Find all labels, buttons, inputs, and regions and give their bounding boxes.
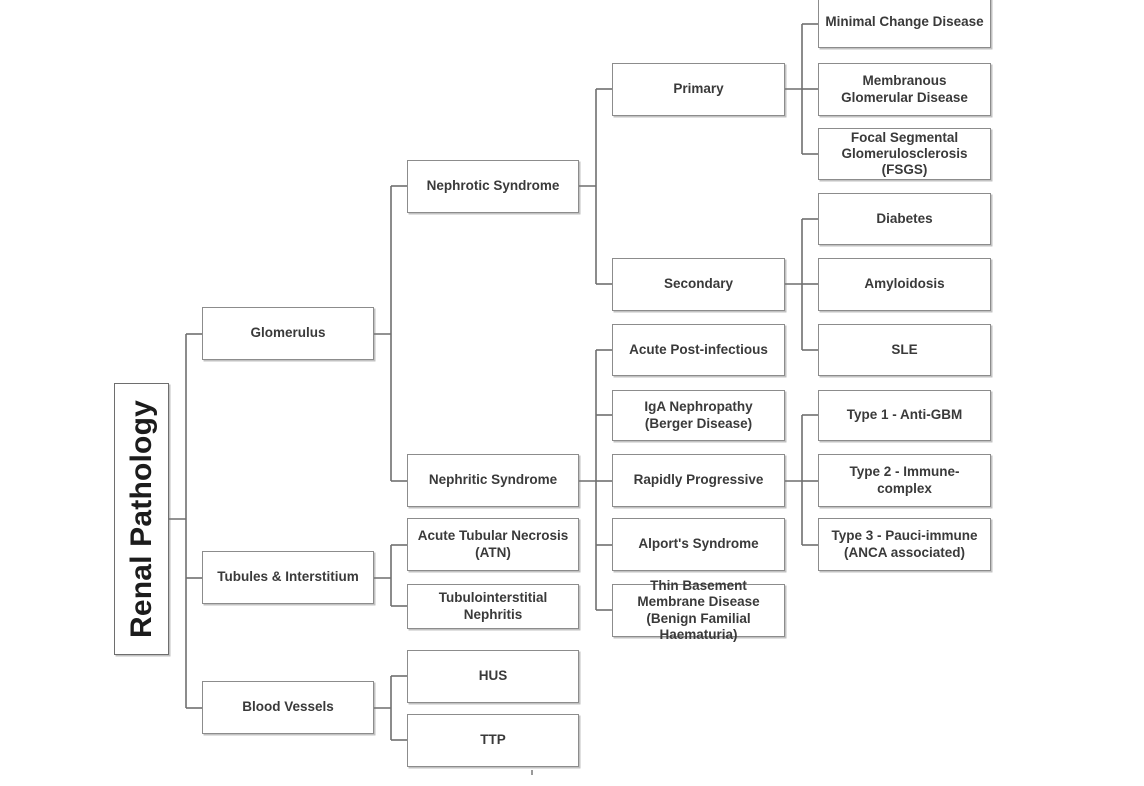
node-label: Rapidly Progressive: [633, 472, 764, 488]
node-acute-tubular-necrosis[interactable]: Acute Tubular Necrosis (ATN): [407, 518, 579, 571]
node-blood-vessels[interactable]: Blood Vessels: [202, 681, 374, 734]
node-label: Acute Post-infectious: [629, 341, 768, 357]
node-membranous-glomerular-disease[interactable]: Membranous Glomerular Disease: [818, 63, 991, 116]
node-label: Type 3 - Pauci-immune (ANCA associated): [831, 528, 978, 560]
node-label: Primary: [673, 81, 724, 97]
node-label: Tubulointerstitial Nephritis: [438, 590, 548, 622]
node-hus[interactable]: HUS: [407, 650, 579, 703]
node-glomerulus[interactable]: Glomerulus: [202, 307, 374, 360]
node-label: Glomerulus: [250, 325, 326, 341]
node-iga-nephropathy[interactable]: IgA Nephropathy (Berger Disease): [612, 390, 785, 441]
node-label: Thin Basement Membrane Disease (Benign F…: [637, 578, 760, 642]
node-secondary[interactable]: Secondary: [612, 258, 785, 311]
node-label: SLE: [891, 341, 918, 357]
node-label: Amyloidosis: [864, 276, 945, 292]
node-label: Alport's Syndrome: [638, 536, 759, 552]
node-label: Tubules & Interstitium: [217, 569, 359, 585]
node-acute-post-infectious[interactable]: Acute Post-infectious: [612, 324, 785, 376]
node-rapidly-progressive[interactable]: Rapidly Progressive: [612, 454, 785, 507]
node-label: TTP: [480, 732, 506, 748]
node-label: Acute Tubular Necrosis (ATN): [417, 528, 569, 560]
node-fsgs[interactable]: Focal Segmental Glomerulosclerosis (FSGS…: [818, 128, 991, 180]
node-primary[interactable]: Primary: [612, 63, 785, 116]
node-type-2-immune-complex[interactable]: Type 2 - Immune-complex: [818, 454, 991, 507]
node-label: Renal Pathology: [124, 399, 158, 639]
node-label: Type 1 - Anti-GBM: [846, 407, 963, 423]
node-label: Diabetes: [876, 210, 933, 226]
node-label: Blood Vessels: [242, 699, 334, 715]
node-diabetes[interactable]: Diabetes: [818, 193, 991, 245]
node-tubulointerstitial-nephritis[interactable]: Tubulointerstitial Nephritis: [407, 584, 579, 629]
node-nephritic-syndrome[interactable]: Nephritic Syndrome: [407, 454, 579, 507]
node-label: Secondary: [663, 276, 734, 292]
node-ttp[interactable]: TTP: [407, 714, 579, 767]
node-label: Minimal Change Disease: [825, 13, 984, 29]
node-label: HUS: [478, 668, 508, 684]
node-type-1-anti-gbm[interactable]: Type 1 - Anti-GBM: [818, 390, 991, 441]
node-label: Type 2 - Immune-complex: [849, 464, 960, 496]
node-minimal-change-disease[interactable]: Minimal Change Disease: [818, 0, 991, 48]
node-label: Focal Segmental Glomerulosclerosis (FSGS…: [841, 129, 968, 178]
node-thin-basement-membrane-disease[interactable]: Thin Basement Membrane Disease (Benign F…: [612, 578, 785, 642]
node-sle[interactable]: SLE: [818, 324, 991, 376]
node-alports-syndrome[interactable]: Alport's Syndrome: [612, 518, 785, 571]
node-tubules-interstitium[interactable]: Tubules & Interstitium: [202, 551, 374, 604]
node-label: Nephrotic Syndrome: [426, 178, 560, 194]
node-label: Membranous Glomerular Disease: [841, 73, 968, 105]
node-label: Nephritic Syndrome: [428, 472, 558, 488]
page-artifact-mark: [531, 770, 533, 775]
node-type-3-pauci-immune[interactable]: Type 3 - Pauci-immune (ANCA associated): [818, 518, 991, 571]
node-amyloidosis[interactable]: Amyloidosis: [818, 258, 991, 311]
node-renal-pathology[interactable]: Renal Pathology: [114, 383, 169, 655]
node-label: IgA Nephropathy (Berger Disease): [644, 399, 753, 431]
node-nephrotic-syndrome[interactable]: Nephrotic Syndrome: [407, 160, 579, 213]
